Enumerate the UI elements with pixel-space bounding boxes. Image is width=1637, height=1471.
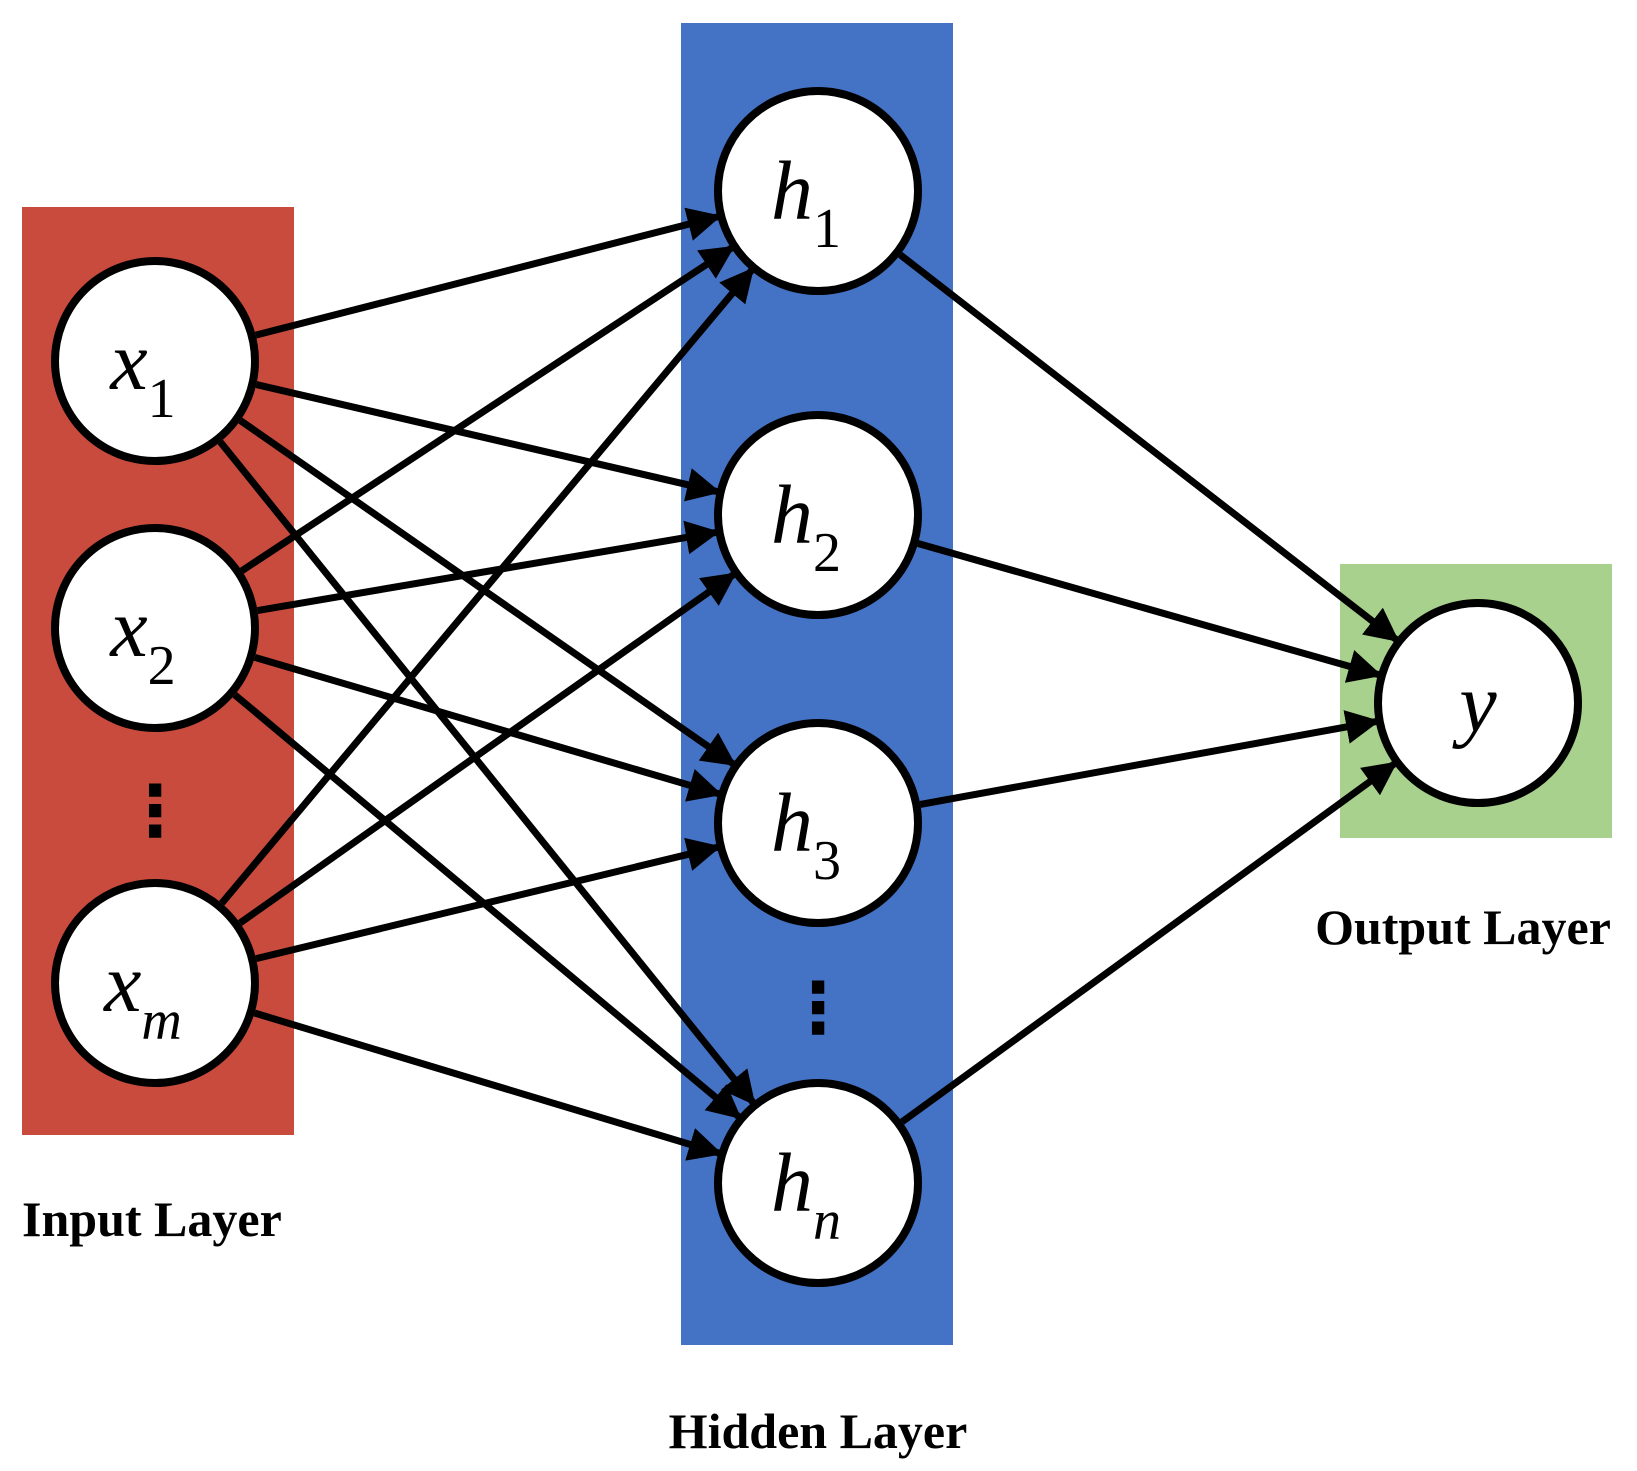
edge-hidden-2-output-0 — [919, 710, 1381, 808]
connections — [217, 207, 1400, 1161]
edge-input-0-hidden-1 — [255, 381, 721, 502]
hidden-node-h2-label: h2 — [771, 469, 841, 584]
input-node-x2: x2 — [51, 524, 259, 732]
nodes: x1 x2 xm h1 h2 h3 hn y — [51, 87, 1582, 1287]
input-node-x2-label: x2 — [108, 582, 175, 697]
hidden-node-h3-circle — [714, 719, 922, 927]
edge-hidden-3-output-0 — [900, 760, 1398, 1125]
edge-input-2-hidden-0 — [219, 267, 755, 906]
edge-hidden-1-output-0 — [917, 540, 1383, 683]
hidden-node-hn: hn — [714, 1079, 922, 1287]
hidden-node-h2: h2 — [714, 411, 922, 619]
edge-input-2-hidden-2 — [255, 837, 722, 963]
hidden-node-h1: h1 — [714, 87, 922, 295]
hidden-node-hn-circle — [714, 1079, 922, 1287]
output-layer-label: Output Layer — [1315, 899, 1611, 955]
input-node-x1-label: x1 — [108, 315, 175, 430]
edge-input-0-hidden-0 — [254, 207, 722, 339]
edge-input-2-hidden-1 — [237, 571, 737, 926]
input-node-x2-circle — [51, 524, 259, 732]
input-node-xm-label: xm — [102, 937, 182, 1052]
hidden-node-h1-label: h1 — [771, 145, 841, 260]
edge-input-1-hidden-1 — [256, 520, 720, 614]
edge-input-1-hidden-0 — [239, 244, 735, 574]
input-layer-label: Input Layer — [22, 1191, 282, 1247]
hidden-node-h3: h3 — [714, 719, 922, 927]
input-node-xm: xm — [51, 879, 259, 1087]
hidden-layer-label: Hidden Layer — [669, 1403, 968, 1459]
hidden-node-hn-label: hn — [771, 1137, 841, 1252]
output-node-y: y — [1374, 599, 1582, 807]
edge-input-0-hidden-2 — [238, 417, 737, 767]
hidden-node-h3-label: h3 — [771, 777, 841, 892]
input-node-xm-circle — [51, 879, 259, 1087]
hidden-ellipsis: ⋮ — [783, 967, 853, 1049]
output-node-y-label: y — [1451, 657, 1497, 750]
output-node-y-circle — [1374, 599, 1582, 807]
edge-input-1-hidden-2 — [253, 653, 723, 802]
edge-input-0-hidden-3 — [217, 439, 757, 1106]
input-ellipsis: ⋮ — [120, 770, 190, 852]
input-node-x1: x1 — [51, 257, 259, 465]
edge-input-2-hidden-3 — [253, 1009, 723, 1161]
edge-hidden-0-output-0 — [898, 251, 1400, 643]
hidden-node-h2-circle — [714, 411, 922, 619]
hidden-node-h1-circle — [714, 87, 922, 295]
input-node-x1-circle — [51, 257, 259, 465]
